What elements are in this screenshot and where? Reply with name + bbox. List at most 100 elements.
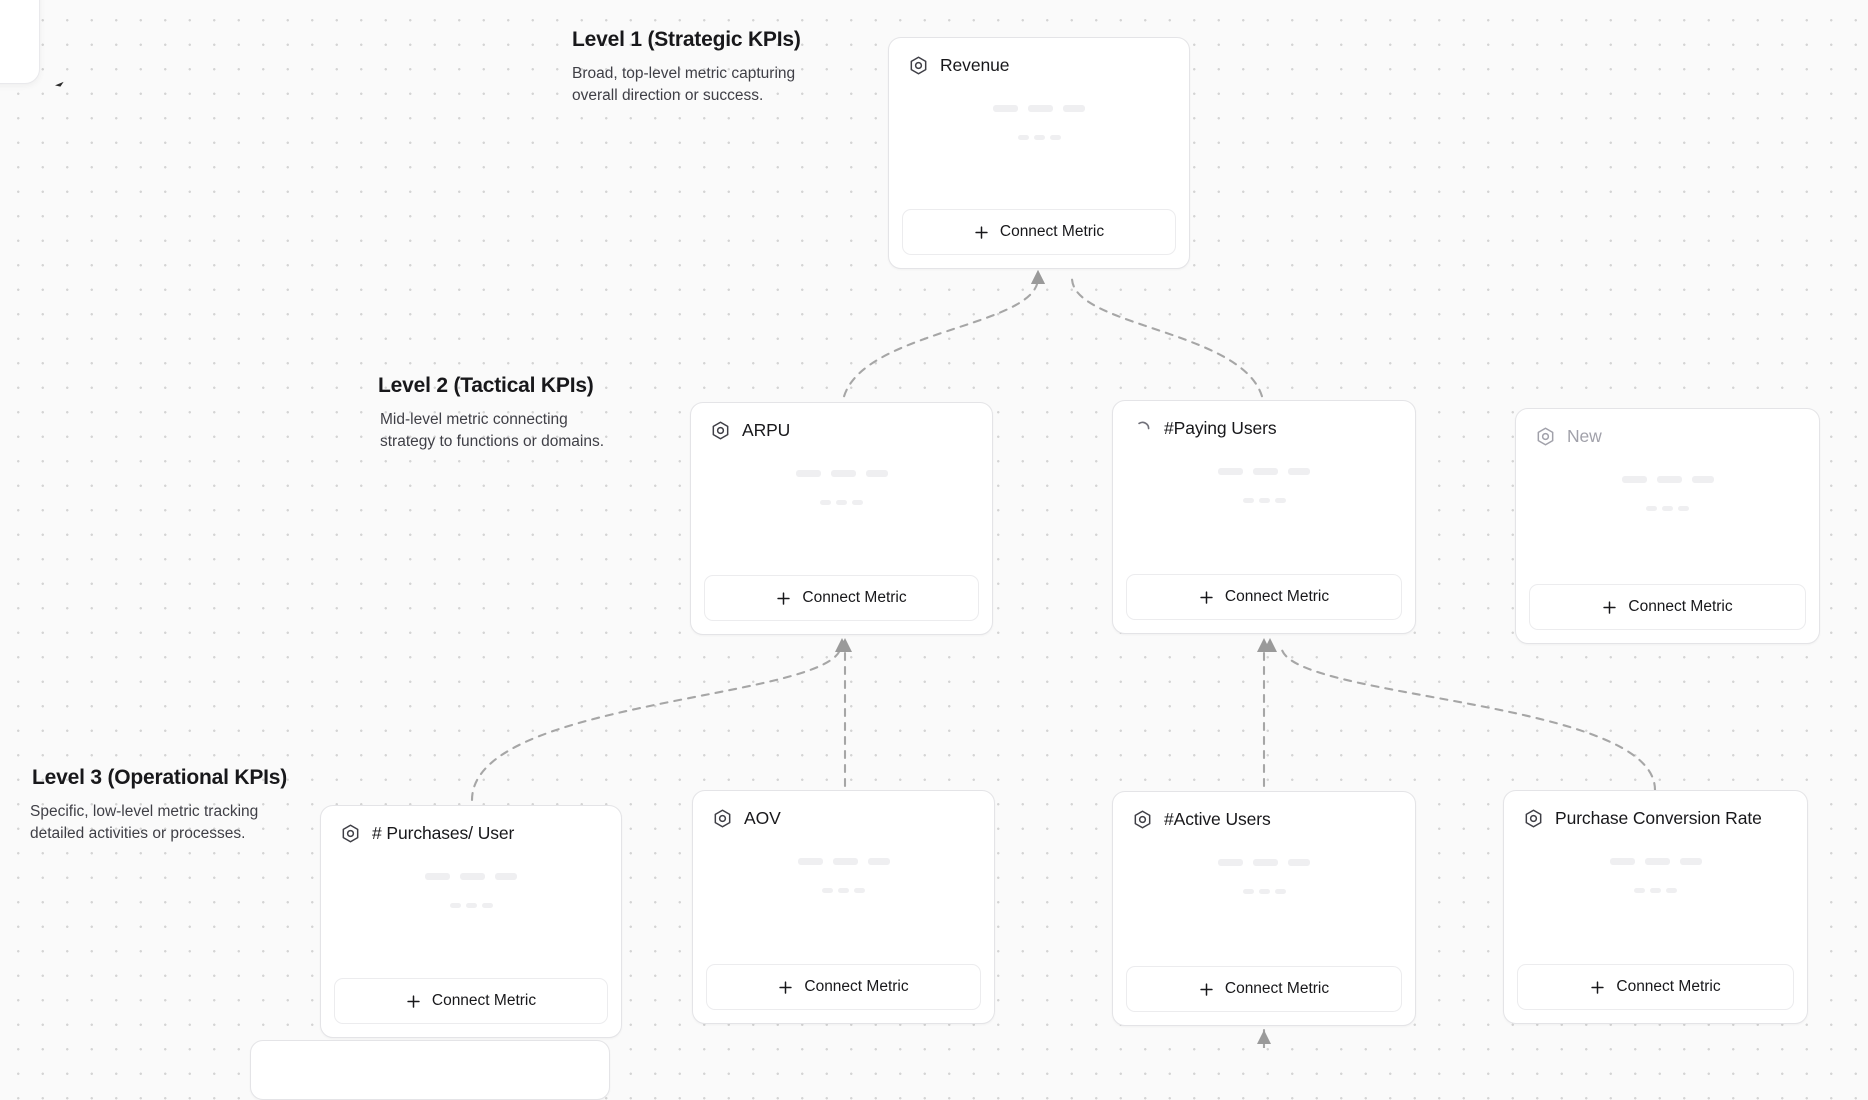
hexagon-icon xyxy=(1134,810,1151,829)
level-2-desc: Mid-level metric connecting strategy to … xyxy=(380,411,605,451)
arrowhead-revenue-left xyxy=(1031,270,1045,284)
skeleton-bar-small xyxy=(1049,135,1061,140)
plus-icon xyxy=(407,994,420,1008)
level-1-label: Level 1 (Strategic KPIs) Broad, top-leve… xyxy=(572,27,801,107)
skeleton-bar-small xyxy=(1242,889,1254,894)
connect-metric-button[interactable]: Connect Metric xyxy=(706,964,981,1010)
skeleton-bar-small xyxy=(1662,506,1673,511)
card-body xyxy=(1113,439,1415,574)
connect-metric-button[interactable]: Connect Metric xyxy=(1126,574,1402,620)
skeleton-bar xyxy=(1288,859,1310,866)
skeleton-bar xyxy=(867,858,890,865)
skeleton-placeholder xyxy=(321,873,621,908)
connect-metric-button[interactable]: Connect Metric xyxy=(1517,964,1794,1010)
card-body xyxy=(1516,447,1819,584)
skeleton-bar-small xyxy=(1634,888,1645,893)
card-header: # Purchases/ User xyxy=(321,806,621,844)
plus-icon xyxy=(975,225,988,239)
hexagon-icon xyxy=(712,421,729,440)
connect-metric-label: Connect Metric xyxy=(1224,980,1330,997)
card-title: Revenue xyxy=(940,55,1010,75)
cursor-icon xyxy=(55,80,68,87)
skeleton-bar xyxy=(797,858,823,865)
metric-card-revenue[interactable]: Revenue Connect Metric xyxy=(888,37,1190,269)
skeleton-bar-small xyxy=(1242,498,1254,503)
skeleton-placeholder xyxy=(1504,858,1807,893)
connect-metric-button[interactable]: Connect Metric xyxy=(704,575,979,621)
plus-icon xyxy=(777,591,791,605)
metric-card-purchase-conversion-rate[interactable]: Purchase Conversion Rate Connect Metric xyxy=(1503,790,1808,1024)
card-body xyxy=(1504,829,1807,964)
card-footer: Connect Metric xyxy=(1516,584,1819,643)
card-title: AOV xyxy=(744,808,781,828)
floating-panel-corner[interactable] xyxy=(0,0,40,84)
card-footer: Connect Metric xyxy=(1504,964,1807,1023)
plus-icon xyxy=(1591,980,1605,994)
skeleton-bar-small xyxy=(820,500,831,505)
edge-arpu-revenue xyxy=(840,276,1040,412)
arrowhead-arpu-a xyxy=(835,638,849,652)
skeleton-bar xyxy=(865,470,888,477)
hexagon-icon xyxy=(1525,809,1542,828)
card-title: Purchase Conversion Rate xyxy=(1555,808,1762,828)
skeleton-bar xyxy=(1609,858,1635,865)
skeleton-bar-small xyxy=(1650,888,1661,893)
skeleton-bar-small xyxy=(822,888,833,893)
card-header: New xyxy=(1516,409,1819,447)
connect-metric-button[interactable]: Connect Metric xyxy=(902,209,1176,255)
skeleton-placeholder xyxy=(1113,468,1415,503)
connect-metric-button[interactable]: Connect Metric xyxy=(1529,584,1806,630)
skeleton-bar-small xyxy=(836,500,847,505)
level-1-desc: Broad, top-level metric capturing overal… xyxy=(572,65,796,105)
level-2-title: Level 2 (Tactical KPIs) xyxy=(378,374,594,397)
card-footer: Connect Metric xyxy=(691,575,992,634)
edge-payingusers-revenue xyxy=(1070,276,1266,412)
skeleton-bar xyxy=(1288,468,1310,475)
skeleton-bar xyxy=(1691,476,1714,483)
skeleton-bar xyxy=(1218,859,1243,866)
connect-metric-label: Connect Metric xyxy=(999,223,1105,240)
skeleton-bar xyxy=(1621,476,1647,483)
arrowhead-revenue-right xyxy=(1031,270,1045,284)
skeleton-bar-small xyxy=(852,500,863,505)
skeleton-bar xyxy=(1063,105,1085,112)
level-3-title: Level 3 (Operational KPIs) xyxy=(32,766,288,789)
card-header: #Paying Users xyxy=(1113,401,1415,439)
skeleton-bar xyxy=(1656,476,1682,483)
metric-card-paying-users[interactable]: #Paying Users Connect Metric xyxy=(1112,400,1416,634)
skeleton-bar-small xyxy=(1666,888,1677,893)
metric-card-offscreen-bottom[interactable] xyxy=(250,1040,610,1100)
metric-card-aov[interactable]: AOV Connect Metric xyxy=(692,790,995,1024)
card-title: # Purchases/ User xyxy=(372,823,515,843)
card-body xyxy=(889,76,1189,209)
metric-card-purchases-per-user[interactable]: # Purchases/ User Connect Metric xyxy=(320,805,622,1038)
skeleton-bar-small xyxy=(1017,135,1029,140)
card-footer: Connect Metric xyxy=(693,964,994,1023)
metric-card-new[interactable]: New Connect Metric xyxy=(1515,408,1820,644)
level-3-desc: Specific, low-level metric tracking deta… xyxy=(30,803,259,843)
skeleton-bar xyxy=(993,105,1018,112)
card-body xyxy=(1113,830,1415,966)
card-body xyxy=(691,441,992,575)
plus-icon xyxy=(1200,982,1213,996)
card-title: New xyxy=(1567,426,1602,446)
card-header: Revenue xyxy=(889,38,1189,76)
connect-metric-label: Connect Metric xyxy=(1224,588,1330,605)
card-body xyxy=(693,829,994,964)
card-header: ARPU xyxy=(691,403,992,441)
card-title: #Active Users xyxy=(1164,809,1271,829)
card-title: #Paying Users xyxy=(1164,418,1277,438)
skeleton-bar xyxy=(1644,858,1670,865)
plus-icon xyxy=(1603,600,1617,614)
connect-metric-label: Connect Metric xyxy=(431,992,537,1009)
edge-convrate-payingusers xyxy=(1280,648,1657,792)
skeleton-bar-small xyxy=(1258,498,1270,503)
metric-card-arpu[interactable]: ARPU Connect Metric xyxy=(690,402,993,635)
connect-metric-button[interactable]: Connect Metric xyxy=(334,978,608,1024)
metric-card-active-users[interactable]: #Active Users Connect Metric xyxy=(1112,791,1416,1026)
skeleton-placeholder xyxy=(691,470,992,505)
level-1-title: Level 1 (Strategic KPIs) xyxy=(572,28,801,51)
card-title: ARPU xyxy=(742,420,791,440)
connect-metric-button[interactable]: Connect Metric xyxy=(1126,966,1402,1012)
